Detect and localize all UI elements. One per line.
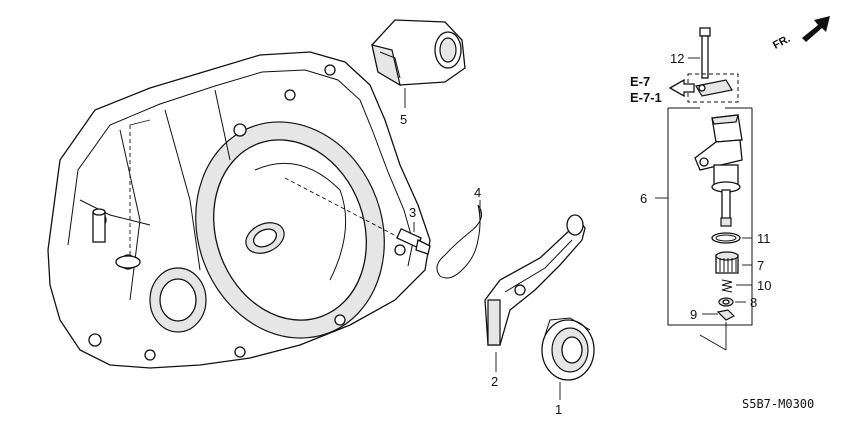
part-8-washer [718,297,746,307]
diagram-code: S5B7-M0300 [742,397,814,411]
callout-11: 11 [757,231,771,246]
part-11-o-ring [711,232,752,244]
callout-3: 3 [409,205,416,220]
fr-arrow-icon [802,16,830,42]
ref-e7: E-7 [630,74,650,89]
callout-8: 8 [750,295,757,310]
part-2-fork [484,214,586,372]
callout-6: 6 [640,191,647,206]
part-7-gear [715,251,752,274]
part-4-spring [436,200,483,279]
part-10-spring [721,279,752,293]
ref-e7-1: E-7-1 [630,90,662,105]
part-9-clip [699,309,736,351]
callout-12: 12 [670,51,684,66]
callout-2: 2 [491,374,498,389]
part-6-sensor [694,114,743,227]
callout-1: 1 [555,402,562,417]
callout-10: 10 [757,278,771,293]
part-3-bolt [284,177,431,255]
callout-7: 7 [757,258,764,273]
callout-5: 5 [400,112,407,127]
clutch-housing [47,51,431,369]
part-12-bolt [688,27,711,79]
callout-9: 9 [690,307,697,322]
direction-label: FR. [771,33,792,52]
reference-box [668,73,739,103]
part-5-boot [371,19,466,108]
part-6-bracket [655,107,753,326]
callout-4: 4 [474,185,481,200]
part-1-bearing [541,317,595,400]
